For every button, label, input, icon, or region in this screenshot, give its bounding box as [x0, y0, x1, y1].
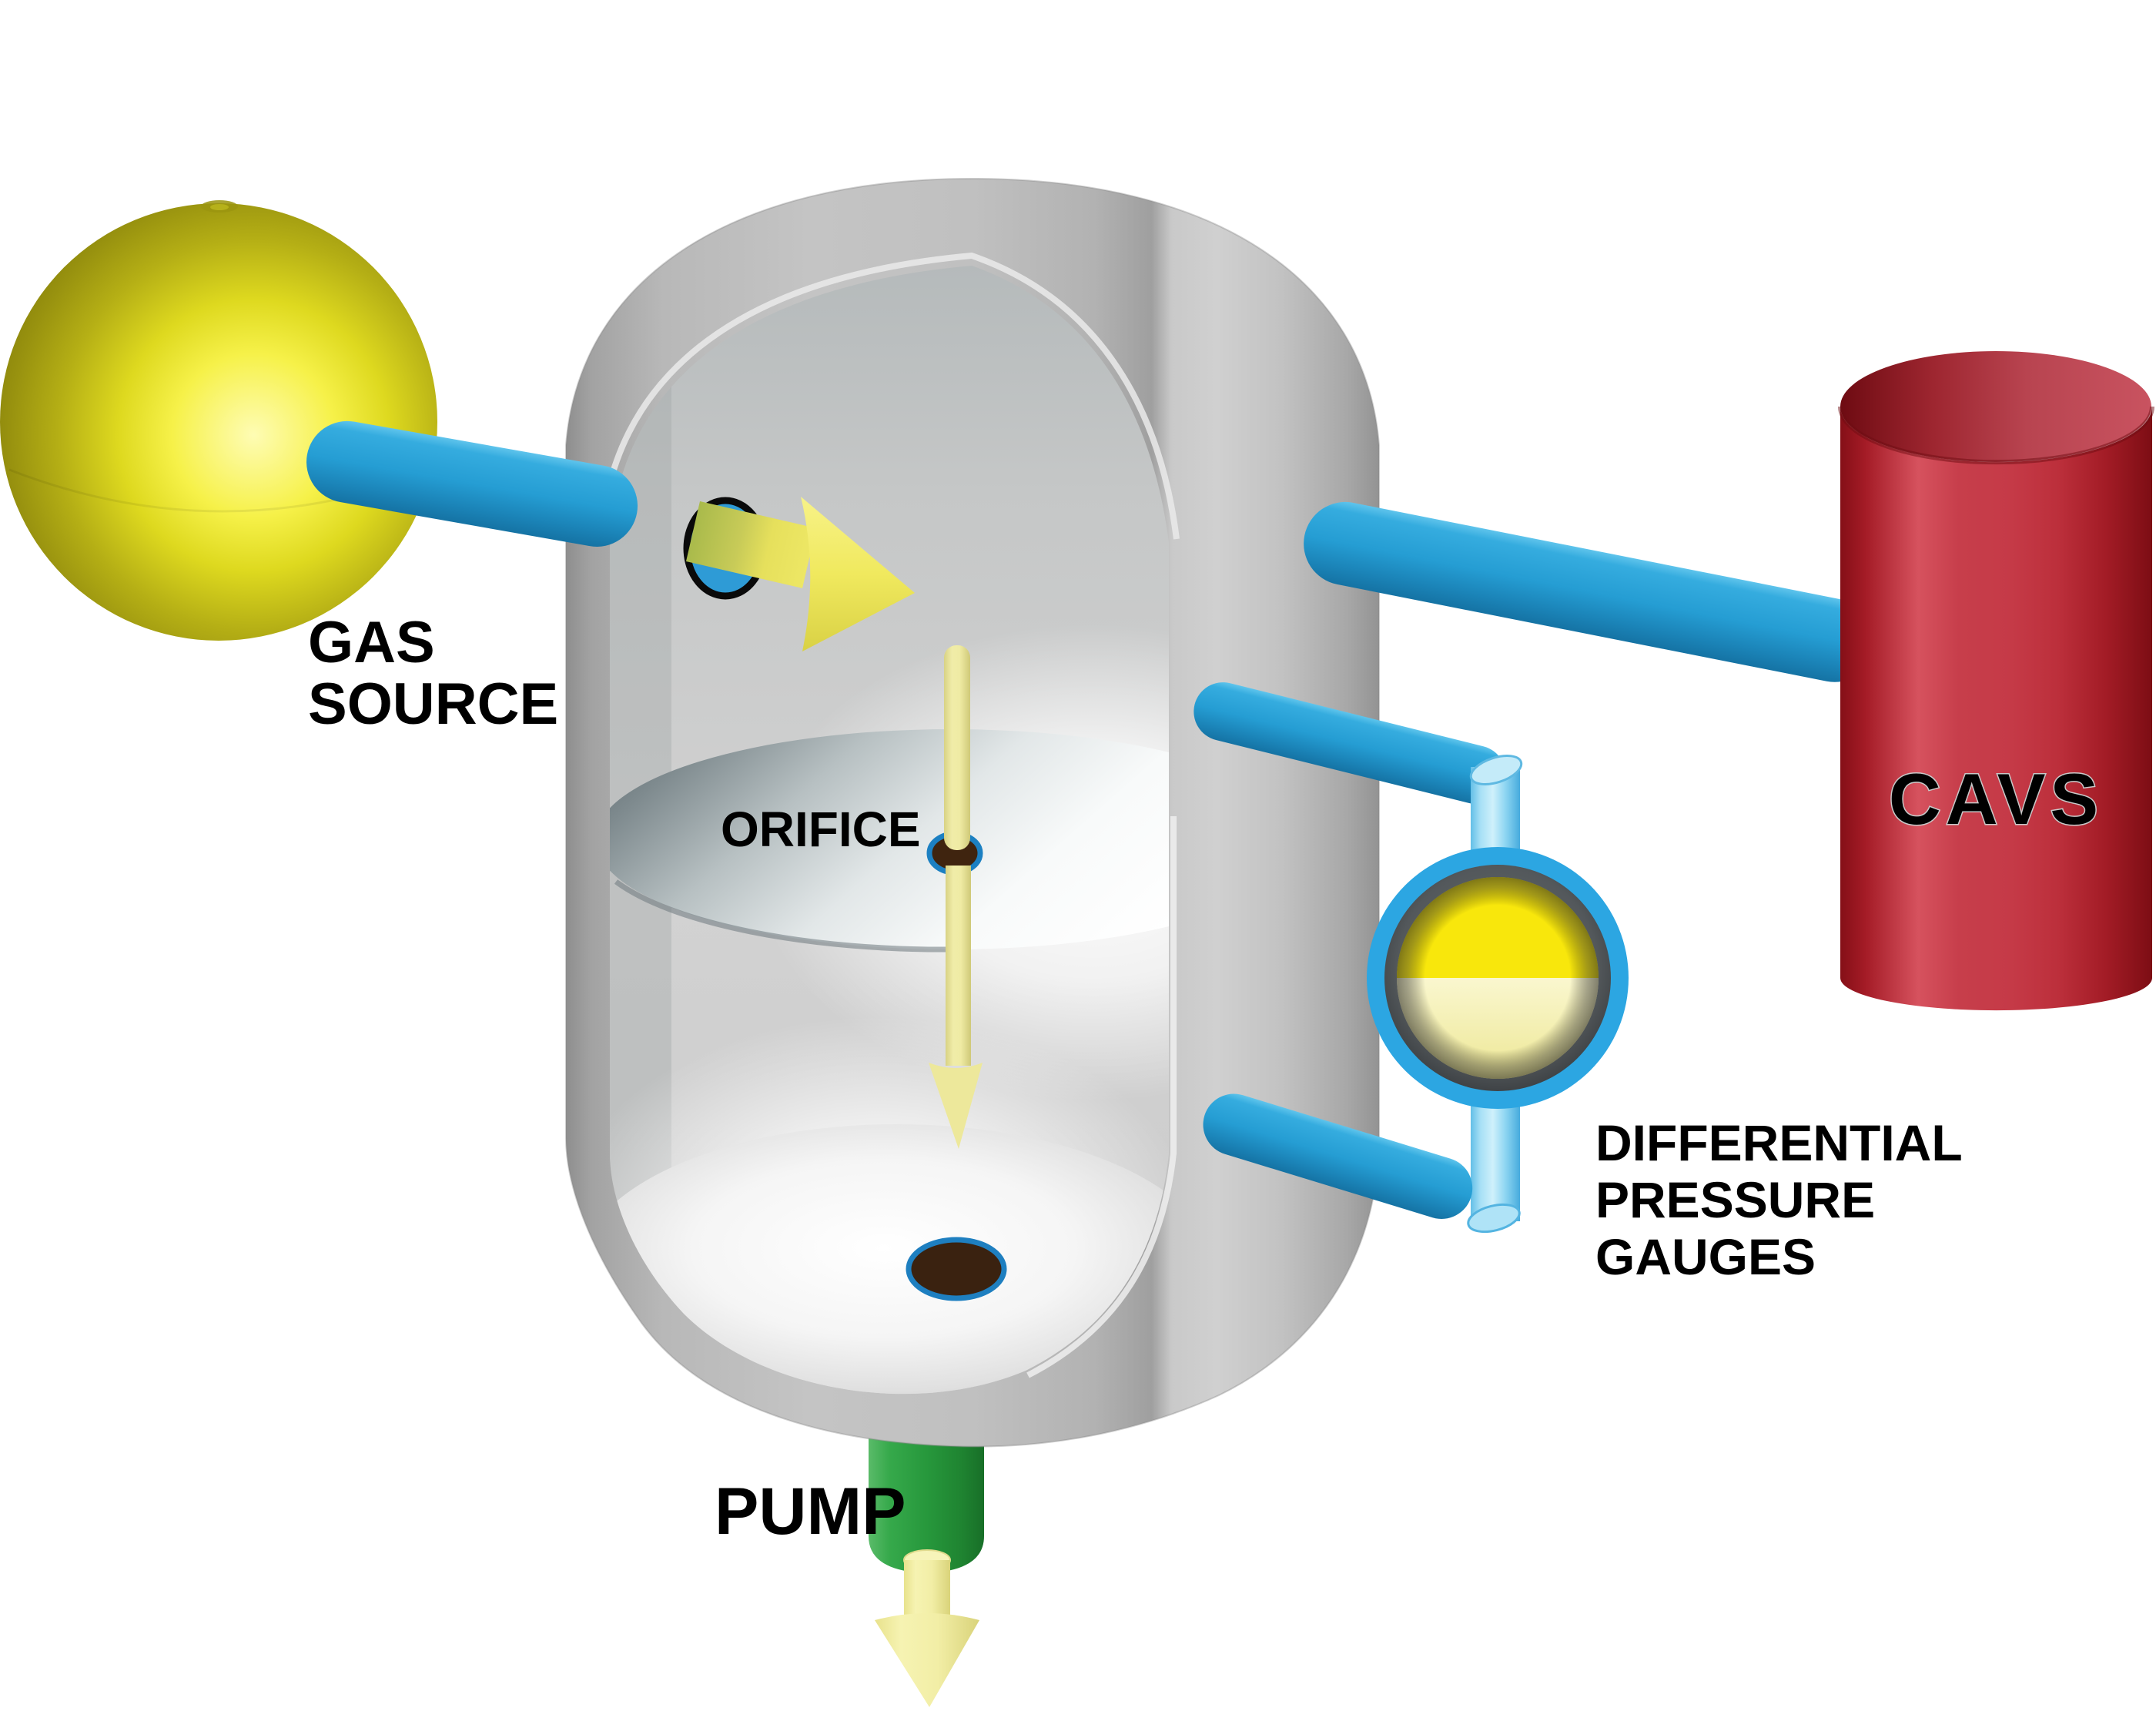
- labels: GAS SOURCE ORIFICE DIFFERENTIAL PRESSURE…: [308, 610, 1963, 1549]
- vacuum-chamber-cutaway: [565, 177, 1380, 1448]
- pump-label: PUMP: [715, 1475, 906, 1549]
- differential-pressure-gauge: [1367, 847, 1629, 1109]
- orifice-flow-arrow: [929, 645, 983, 1149]
- dpg-label-line2: PRESSURE: [1595, 1171, 1875, 1228]
- gas-inlet-pipe: [306, 420, 638, 547]
- vertical-pipe-top-cap: [1469, 755, 1523, 785]
- cavs-outlet-pipe: [1304, 501, 1876, 682]
- dpg-label-line3: GAUGES: [1595, 1228, 1816, 1285]
- orifice-label: ORIFICE: [721, 802, 921, 857]
- chamber-exit-hole: [906, 1237, 1007, 1301]
- chamber-floor: [610, 1124, 1169, 1395]
- gas-source-sphere: [0, 200, 437, 641]
- cavs-label: CAVS: [1889, 758, 2103, 839]
- lower-gauge-pipe: [1203, 1093, 1473, 1219]
- inlet-flow-arrow: [686, 497, 915, 651]
- pump-outlet-arrow: [875, 1549, 979, 1707]
- cutaway-arch-edge: [598, 252, 1180, 544]
- gas-source-label-line2: SOURCE: [308, 671, 558, 737]
- pump-cylinder: [869, 1421, 984, 1573]
- cavs-open-top: [1840, 351, 2151, 462]
- cutaway-front-edge: [1026, 816, 1177, 1378]
- vertical-pipe-bottom-cap: [1467, 1203, 1521, 1234]
- upper-gauge-pipe: [1194, 682, 1506, 805]
- cavs-cylinder: CAVS: [1838, 351, 2154, 1011]
- gas-source-label-line1: GAS: [308, 610, 435, 675]
- dpg-label-line1: DIFFERENTIAL: [1595, 1114, 1963, 1171]
